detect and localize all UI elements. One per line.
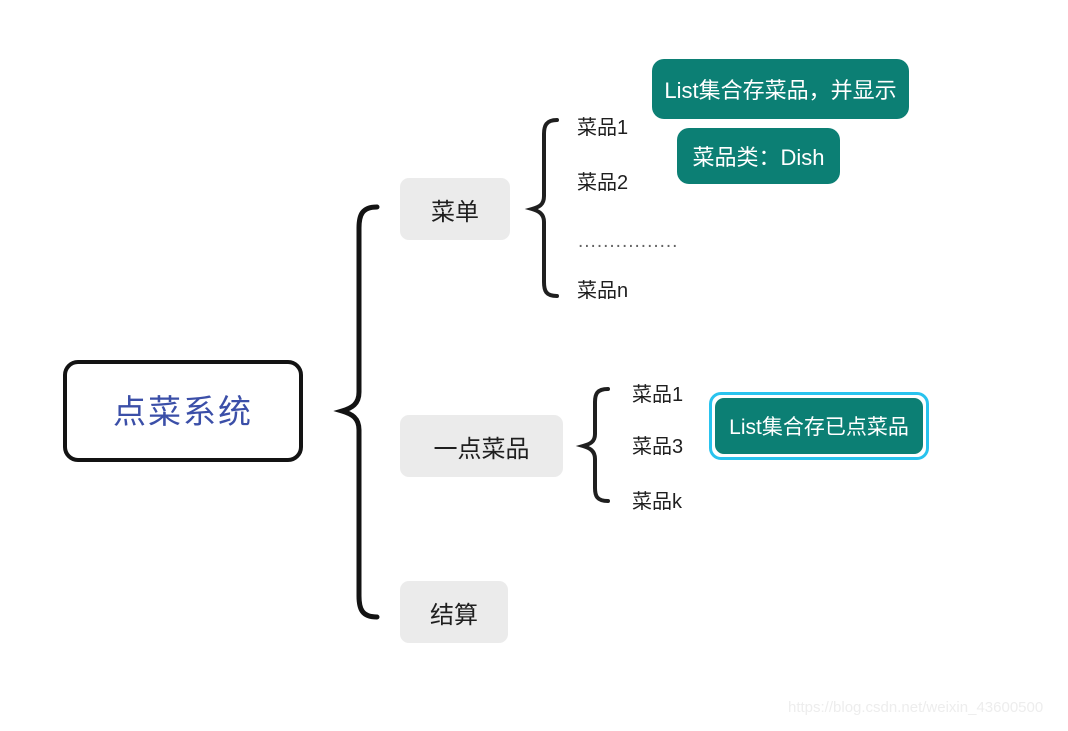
note-ordered-list-selection[interactable]: List集合存已点菜品 [709,392,929,460]
root-node-label: 点菜系统 [113,392,253,430]
leaf-item-menu-2[interactable]: 菜品2 [577,172,629,194]
root-node[interactable]: 点菜系统 [63,360,303,462]
note-dish-class-label: 菜品类：Dish [692,145,825,170]
leaf-item-ordered-3[interactable]: 菜品3 [632,436,684,458]
branch-node-ordered-label: 一点菜品 [433,435,530,463]
branch-node-menu-label: 菜单 [431,198,479,226]
leaf-item-menu-1[interactable]: 菜品1 [577,117,629,139]
leaf-item-menu-n[interactable]: 菜品n [577,280,629,302]
leaf-item-ordered-1[interactable]: 菜品1 [632,384,684,406]
ordered-items-brace [575,387,610,503]
menu-items-brace [524,118,559,298]
note-ordered-list[interactable]: List集合存已点菜品 [715,398,923,454]
note-dish-class[interactable]: 菜品类：Dish [677,128,840,184]
branch-node-checkout-label: 结算 [430,601,478,629]
branch-node-checkout[interactable]: 结算 [400,581,508,643]
note-ordered-list-label: List集合存已点菜品 [729,416,909,439]
watermark-text: https://blog.csdn.net/weixin_43600500 [788,699,1044,716]
branch-node-ordered[interactable]: 一点菜品 [400,415,563,477]
main-brace [333,204,380,620]
note-menu-list[interactable]: List集合存菜品，并显示 [652,59,909,119]
note-menu-list-label: List集合存菜品，并显示 [664,78,897,103]
branch-node-menu[interactable]: 菜单 [400,178,510,240]
leaf-item-ordered-k[interactable]: 菜品k [632,491,682,513]
leaf-item-menu-ellipsis: ................ [578,231,679,252]
